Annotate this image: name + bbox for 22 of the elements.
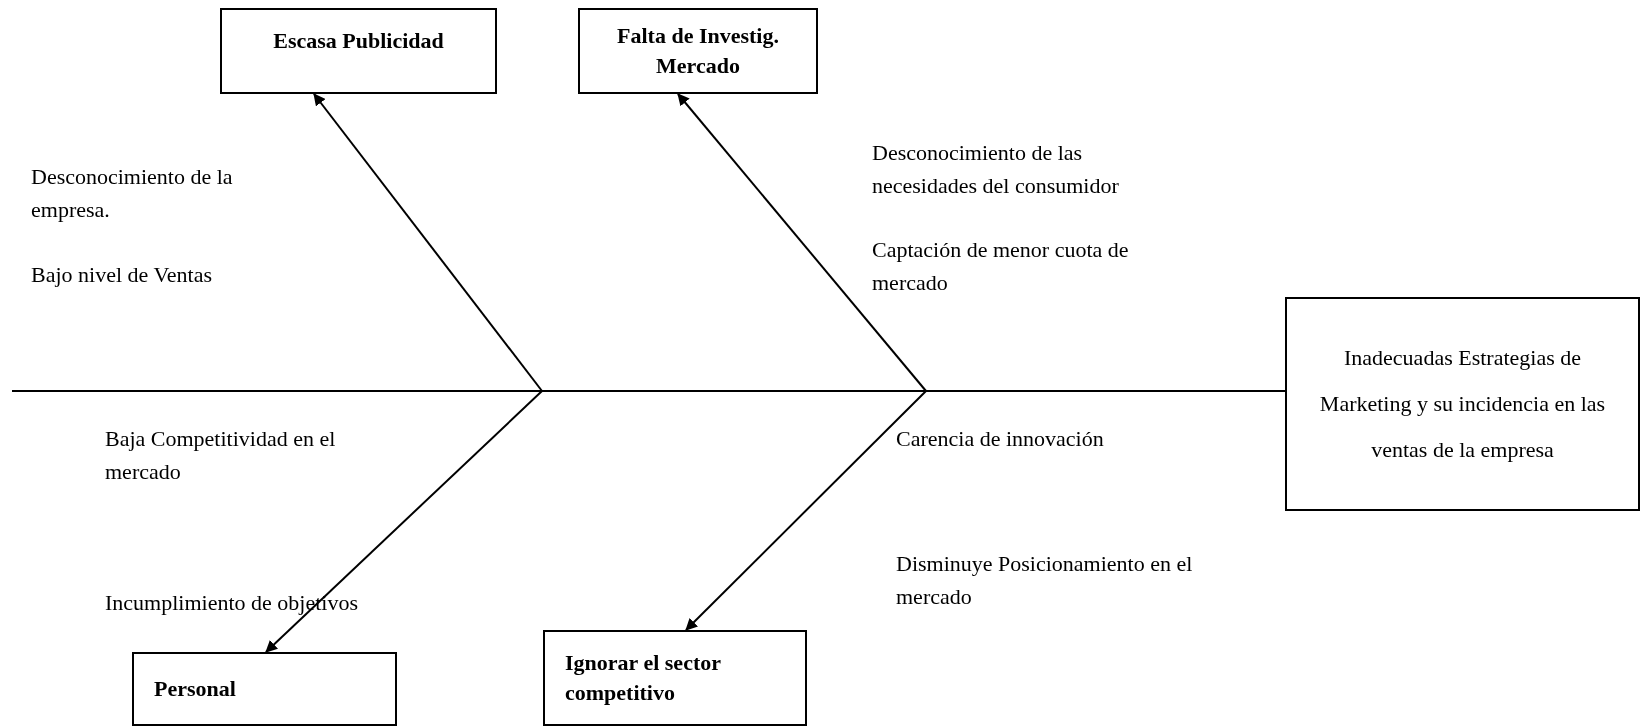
cause-note: Desconocimiento de las necesidades del consumidor bbox=[872, 139, 1120, 200]
cause-box bbox=[543, 630, 807, 726]
spine-line bbox=[11, 390, 1286, 392]
box-text: Falta de Investig. Mercado bbox=[616, 22, 780, 80]
box-text: Personal bbox=[154, 675, 236, 703]
arrow bbox=[265, 390, 543, 653]
cause-note: Disminuye Posicionamiento en el mercado bbox=[896, 550, 1194, 611]
arrow bbox=[685, 390, 927, 631]
cause-note: Carencia de innovación bbox=[896, 425, 1105, 453]
cause-box bbox=[578, 8, 818, 94]
cause-note: Bajo nivel de Ventas bbox=[31, 261, 214, 289]
box-text: Escasa Publicidad bbox=[273, 27, 444, 55]
arrow bbox=[677, 93, 927, 392]
cause-box bbox=[132, 652, 397, 726]
effect-box bbox=[1285, 297, 1640, 511]
arrow bbox=[313, 93, 543, 392]
cause-note: Baja Competitividad en el mercado bbox=[105, 425, 337, 486]
box-text: Inadecuadas Estrategias de Marketing y su incidencia en las ventas de la empresa bbox=[1318, 344, 1607, 464]
cause-note: Desconocimiento de la empresa. bbox=[31, 163, 234, 224]
cause-box bbox=[220, 8, 497, 94]
box-text: Ignorar el sector competitivo bbox=[565, 649, 722, 707]
cause-note: Captación de menor cuota de mercado bbox=[872, 236, 1130, 297]
